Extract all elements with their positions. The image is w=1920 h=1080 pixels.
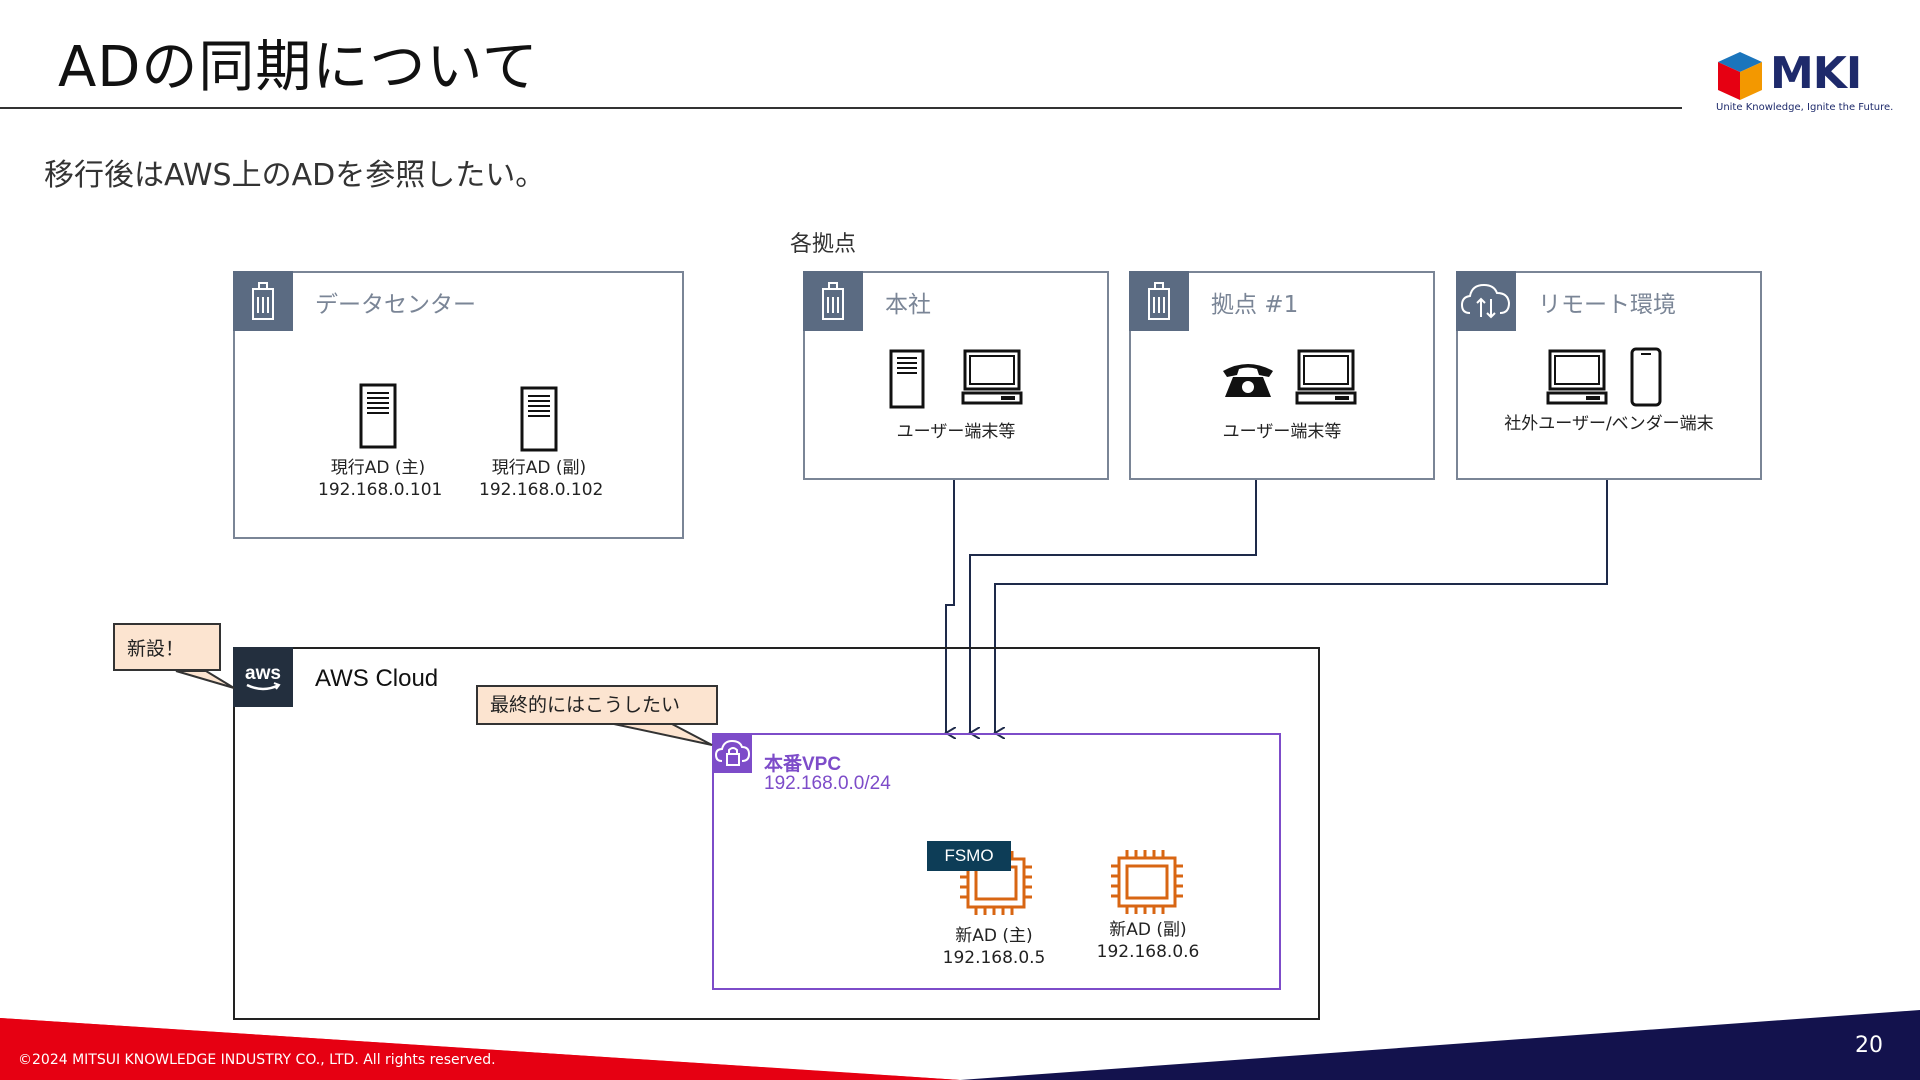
connector-honsha	[946, 478, 954, 733]
instance-ip: 192.168.0.5	[942, 948, 1046, 968]
aws-logo-icon: aws	[233, 647, 293, 707]
building-icon	[233, 271, 293, 331]
vpc-group: 本番VPC 192.168.0.0/24 FSMO 新AD (主) 192.16…	[712, 733, 1281, 990]
ec2-instance-chip-icon	[1111, 850, 1183, 914]
vpc-cidr: 192.168.0.0/24	[764, 773, 891, 794]
svg-text:aws: aws	[245, 663, 281, 684]
server-icon	[889, 349, 925, 409]
instance-name: 新AD (主)	[955, 926, 1033, 946]
site-caption: ユーザー端末等	[896, 422, 1016, 442]
mki-logo: MKI Unite Knowledge, Ignite the Future.	[1712, 46, 1902, 118]
server-ip: 192.168.0.102	[479, 480, 604, 500]
instance-caption: 新AD (副) 192.168.0.6	[1088, 919, 1208, 963]
page-title: ADの同期について	[58, 35, 539, 100]
desktop-computer-icon	[1295, 349, 1357, 405]
site-title: 本社	[885, 292, 931, 318]
site-caption: 社外ユーザー/ベンダー端末	[1504, 414, 1714, 434]
building-icon	[1129, 271, 1189, 331]
instance-ip: 192.168.0.6	[1096, 942, 1200, 962]
page-subtitle: 移行後はAWS上のADを参照したい。	[44, 158, 546, 193]
cube-logo-icon	[1718, 52, 1762, 100]
title-divider	[0, 107, 1682, 109]
server-caption: 現行AD (主) 192.168.0.101	[318, 457, 443, 501]
cloud-upload-download-icon	[1456, 271, 1516, 331]
site-title: リモート環境	[1538, 292, 1676, 318]
desktop-computer-icon	[961, 349, 1023, 405]
server-icon	[520, 386, 558, 452]
smartphone-icon	[1630, 347, 1662, 407]
logo-word: MKI	[1770, 48, 1862, 99]
callout-goal: 最終的にはこうしたい	[476, 685, 718, 725]
site-kyoten1: 拠点 #1 ユーザー端末等	[1129, 271, 1435, 480]
connector-remote	[995, 478, 1608, 733]
server-name: 現行AD (主)	[330, 458, 426, 478]
footer-copyright: ©2024 MITSUI KNOWLEDGE INDUSTRY CO., LTD…	[18, 1052, 496, 1068]
site-honsha: 本社 ユーザー端末等	[803, 271, 1109, 480]
sites-label: 各拠点	[790, 232, 857, 257]
fsmo-badge: FSMO	[927, 841, 1011, 871]
site-remote: リモート環境 社外ユーザー/ベンダー端末	[1456, 271, 1762, 480]
site-caption: ユーザー端末等	[1222, 422, 1342, 442]
server-caption: 現行AD (副) 192.168.0.102	[479, 457, 604, 501]
logo-tagline: Unite Knowledge, Ignite the Future.	[1716, 102, 1894, 113]
callout-new: 新設！	[113, 623, 221, 671]
datacenter-group: データセンター 現行AD (主) 192.168.0.101 現行AD (副) …	[233, 271, 684, 539]
aws-cloud-group: aws AWS Cloud	[233, 647, 1320, 1020]
server-icon	[359, 383, 397, 449]
datacenter-title: データセンター	[315, 292, 476, 318]
building-icon	[803, 271, 863, 331]
site-title: 拠点 #1	[1211, 292, 1299, 318]
instance-name: 新AD (副)	[1109, 920, 1187, 940]
server-ip: 192.168.0.101	[318, 480, 443, 500]
aws-cloud-title: AWS Cloud	[315, 665, 439, 692]
connector-kyoten1	[970, 478, 1257, 733]
page-number: 20	[1855, 1033, 1883, 1058]
server-name: 現行AD (副)	[491, 458, 587, 478]
vpc-cloud-lock-icon	[712, 733, 752, 773]
telephone-icon	[1223, 364, 1273, 397]
footer-band	[0, 1010, 1920, 1080]
desktop-computer-icon	[1546, 349, 1608, 405]
vpc-title: 本番VPC	[764, 754, 842, 775]
instance-caption: 新AD (主) 192.168.0.5	[934, 925, 1054, 969]
